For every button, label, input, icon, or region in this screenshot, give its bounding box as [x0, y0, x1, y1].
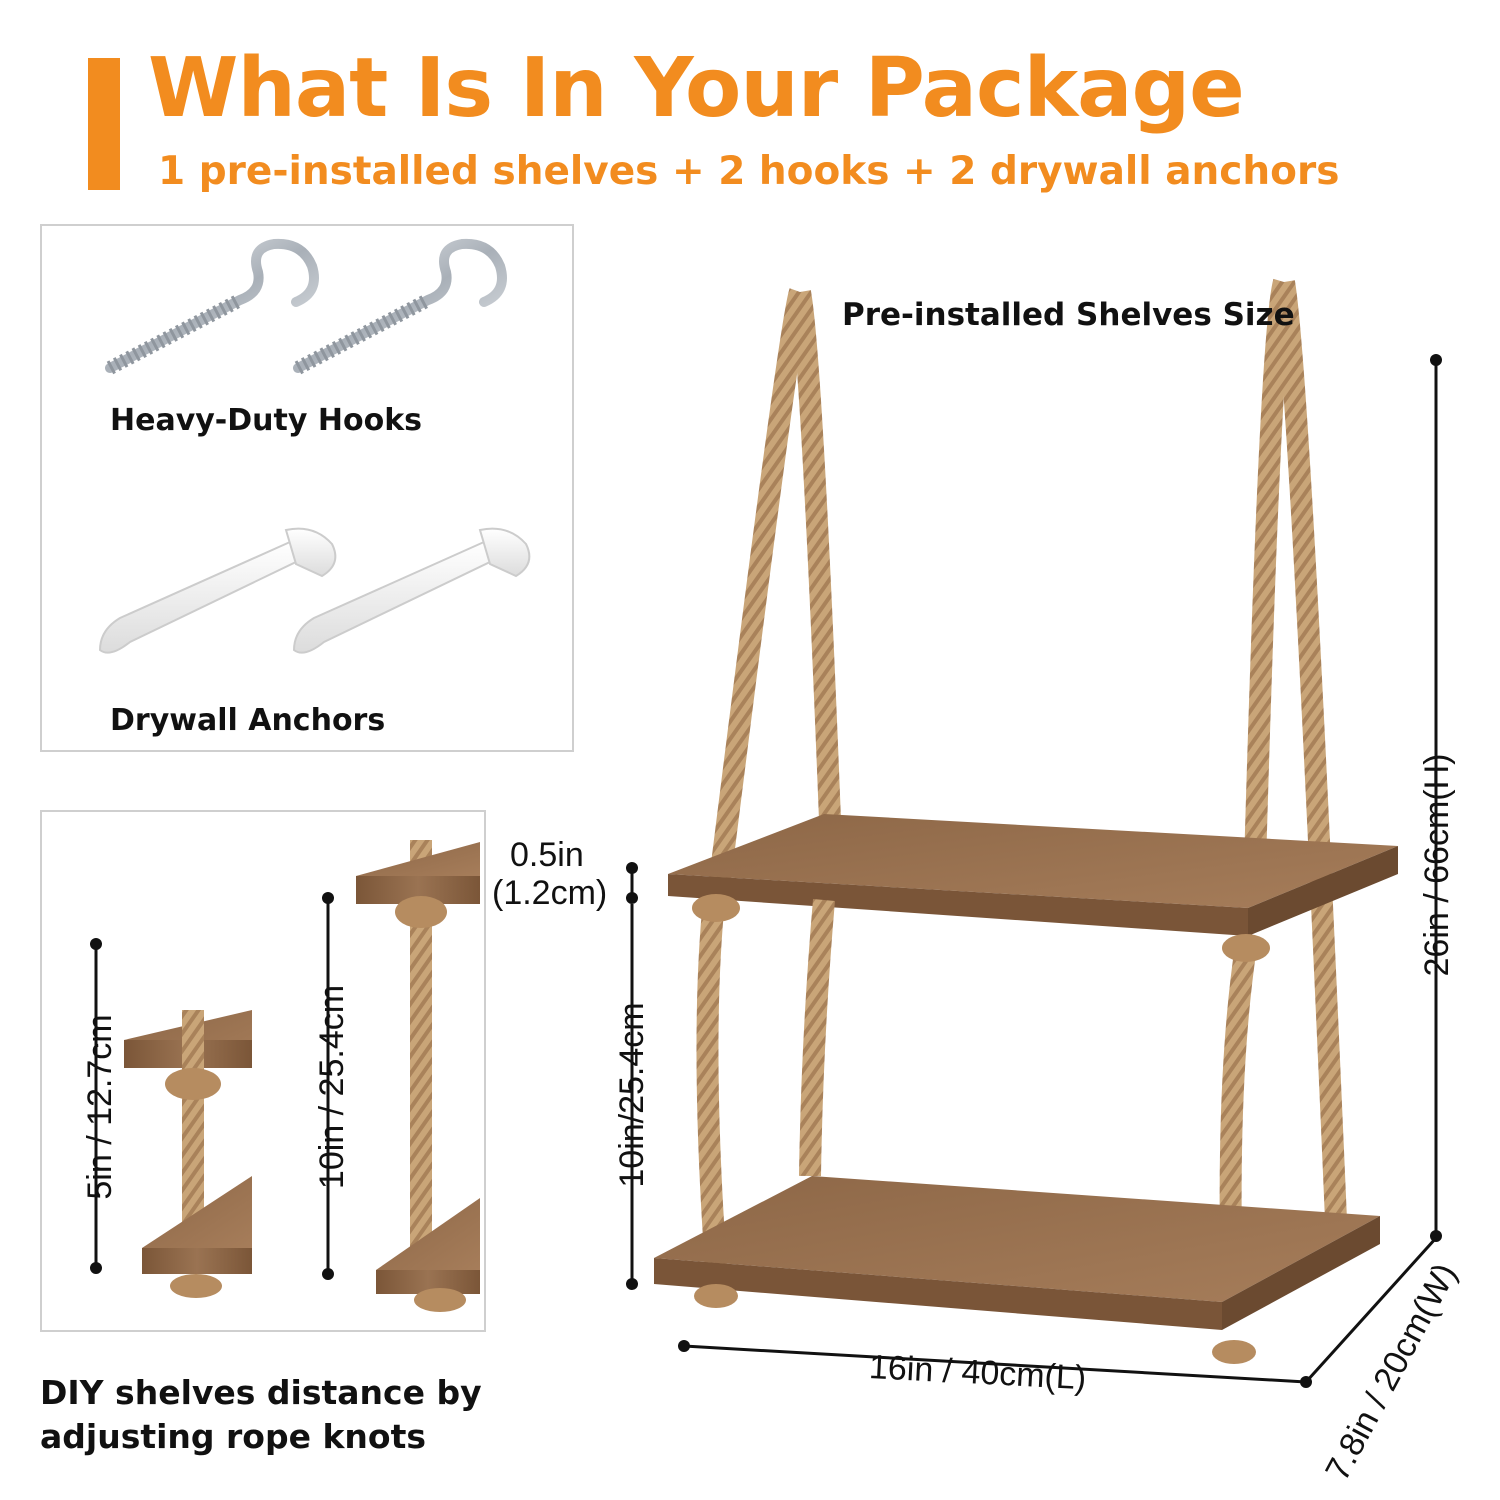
shelves-size-title: Pre-installed Shelves Size — [842, 297, 1295, 333]
screw-hook-icon — [105, 238, 319, 375]
shelf-spacing-dim: 10in/25.4cm — [613, 1002, 651, 1188]
title-accent-bar — [88, 58, 120, 190]
diy-caption-line1: DIY shelves distance by — [40, 1373, 482, 1412]
screw-hook-icon — [293, 238, 507, 375]
thickness-cm: (1.2cm) — [492, 874, 608, 912]
diy-caption-line2: adjusting rope knots — [40, 1417, 426, 1456]
page-title: What Is In Your Package — [148, 41, 1245, 136]
drywall-anchor-icon — [292, 527, 531, 654]
diy-dim-short: 5in / 12.7cm — [81, 1014, 119, 1200]
thickness-inches: 0.5in — [510, 836, 584, 874]
drywall-anchor-icon — [98, 527, 337, 654]
anchors-label: Drywall Anchors — [110, 703, 386, 738]
diy-dim-long: 10in / 25.4cm — [313, 984, 351, 1190]
hooks-label: Heavy-Duty Hooks — [110, 403, 422, 438]
height-dim: 26in / 66cm(H) — [1418, 753, 1456, 977]
accessories-panel — [40, 224, 574, 752]
diy-illustration — [90, 840, 480, 1312]
page-subtitle: 1 pre-installed shelves + 2 hooks + 2 dr… — [158, 149, 1340, 194]
hanging-shelf-illustration — [626, 278, 1442, 1388]
diy-panel — [40, 810, 486, 1332]
